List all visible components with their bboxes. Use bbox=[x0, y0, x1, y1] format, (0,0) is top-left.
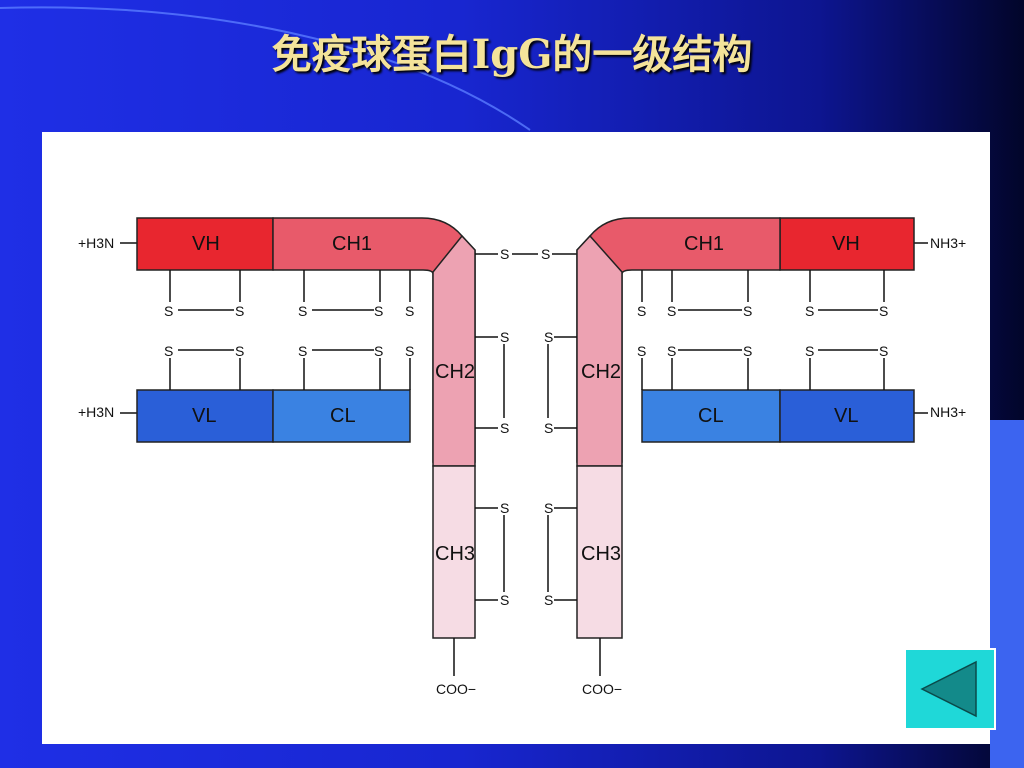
left-c-terminus: COO− bbox=[436, 681, 476, 697]
svg-text:S: S bbox=[235, 343, 244, 359]
svg-text:S: S bbox=[637, 303, 646, 319]
slide-title: 免疫球蛋白IgG的一级结构 bbox=[271, 31, 753, 78]
right-fc-s-labels: S S S S bbox=[544, 329, 553, 608]
svg-text:S: S bbox=[235, 303, 244, 319]
igg-diagram-panel: +H3N VH CH1 CH2 CH3 COO− +H3N VL CL bbox=[42, 132, 990, 744]
left-ch2-label: CH2 bbox=[435, 361, 475, 383]
svg-text:S: S bbox=[667, 303, 676, 319]
hinge-s-left: S bbox=[500, 246, 509, 262]
right-vl-domain bbox=[779, 389, 915, 443]
right-disulfide-s-labels: S S S S S S S S S S bbox=[637, 303, 888, 359]
svg-text:S: S bbox=[500, 500, 509, 516]
right-ch1-label: CH1 bbox=[684, 233, 724, 255]
right-vl-label: VL bbox=[834, 405, 858, 427]
svg-text:S: S bbox=[879, 343, 888, 359]
right-c-terminus: COO− bbox=[582, 681, 622, 697]
right-intrachain-disulfides bbox=[641, 270, 885, 390]
left-fc-disulfide-loops bbox=[475, 336, 505, 601]
svg-text:S: S bbox=[805, 303, 814, 319]
svg-text:S: S bbox=[405, 343, 414, 359]
left-ch2-domain bbox=[432, 234, 476, 467]
left-intrachain-disulfides bbox=[169, 270, 411, 390]
svg-text:S: S bbox=[544, 420, 553, 436]
svg-text:S: S bbox=[500, 420, 509, 436]
left-vl-label: VL bbox=[192, 405, 216, 427]
svg-text:S: S bbox=[544, 592, 553, 608]
right-vh-domain bbox=[779, 217, 915, 271]
left-cl-domain bbox=[272, 389, 411, 443]
left-vh-domain bbox=[136, 217, 274, 271]
right-vh-label: VH bbox=[832, 233, 860, 255]
triangle-left-icon bbox=[920, 660, 977, 718]
left-ch3-domain bbox=[432, 465, 476, 639]
svg-text:S: S bbox=[374, 303, 383, 319]
svg-text:S: S bbox=[374, 343, 383, 359]
left-ch3-label: CH3 bbox=[435, 543, 475, 565]
svg-text:S: S bbox=[500, 329, 509, 345]
right-heavy-n-terminus: NH3+ bbox=[930, 235, 966, 251]
right-ch2-label: CH2 bbox=[581, 361, 621, 383]
left-heavy-n-terminus: +H3N bbox=[78, 235, 114, 251]
left-ch1-label: CH1 bbox=[332, 233, 372, 255]
right-fc-disulfide-loops bbox=[547, 336, 577, 601]
svg-text:S: S bbox=[544, 500, 553, 516]
left-light-n-terminus: +H3N bbox=[78, 404, 114, 420]
svg-text:S: S bbox=[164, 343, 173, 359]
svg-text:S: S bbox=[805, 343, 814, 359]
svg-text:S: S bbox=[405, 303, 414, 319]
right-light-n-terminus: NH3+ bbox=[930, 404, 966, 420]
left-cl-label: CL bbox=[330, 405, 356, 427]
svg-text:S: S bbox=[637, 343, 646, 359]
left-fc-s-labels: S S S S bbox=[500, 329, 509, 608]
svg-text:S: S bbox=[164, 303, 173, 319]
right-ch2-domain bbox=[576, 234, 623, 467]
right-ch3-domain bbox=[576, 465, 623, 639]
hinge-s-right: S bbox=[541, 246, 550, 262]
svg-text:S: S bbox=[743, 343, 752, 359]
svg-text:S: S bbox=[298, 303, 307, 319]
back-button[interactable] bbox=[904, 648, 996, 730]
right-ch3-label: CH3 bbox=[581, 543, 621, 565]
right-cl-label: CL bbox=[698, 405, 724, 427]
svg-text:S: S bbox=[500, 592, 509, 608]
svg-text:S: S bbox=[667, 343, 676, 359]
left-vh-label: VH bbox=[192, 233, 220, 255]
svg-text:S: S bbox=[544, 329, 553, 345]
svg-text:S: S bbox=[879, 303, 888, 319]
svg-text:S: S bbox=[743, 303, 752, 319]
left-disulfide-s-labels: S S S S S S S S S S bbox=[164, 303, 414, 359]
igg-structure-diagram: +H3N VH CH1 CH2 CH3 COO− +H3N VL CL bbox=[78, 217, 966, 697]
svg-text:S: S bbox=[298, 343, 307, 359]
